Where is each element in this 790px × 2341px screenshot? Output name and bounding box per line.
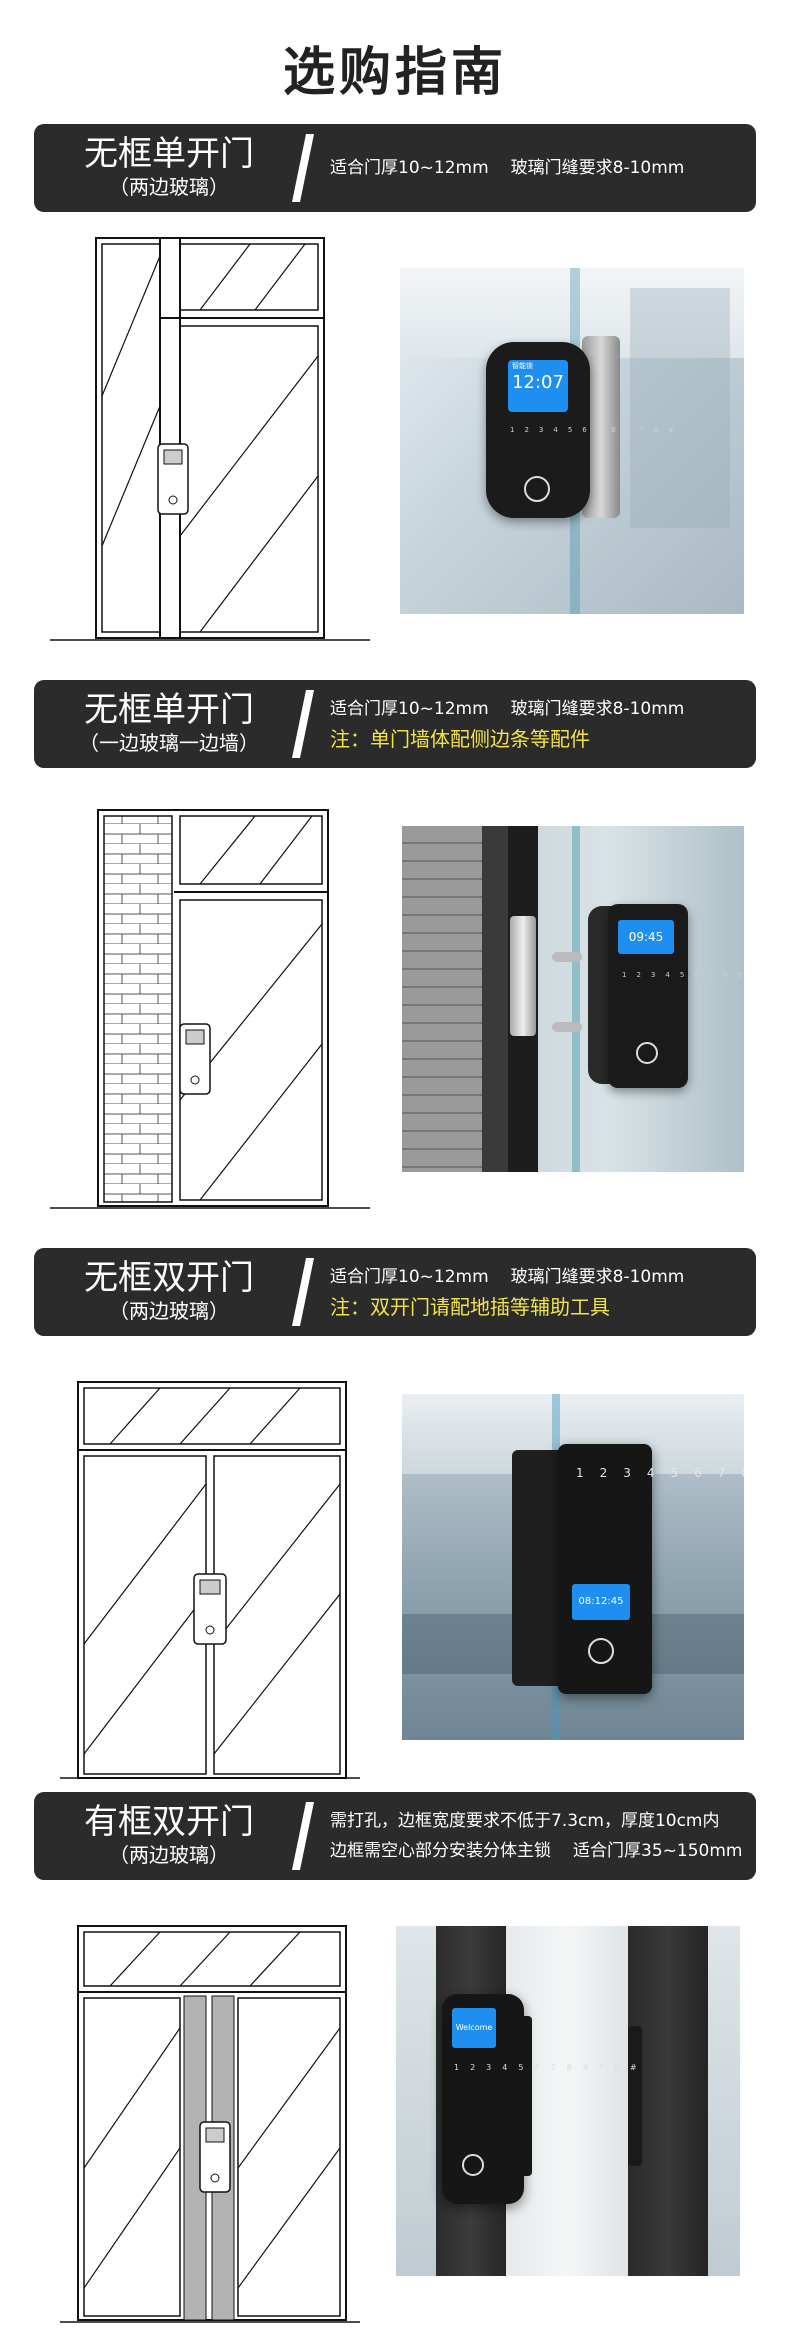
accessory-note: 注：双开门请配地插等辅助工具: [330, 1295, 610, 1319]
slash-divider-icon: [292, 1802, 314, 1870]
page-title: 选购指南: [282, 43, 507, 103]
keypad-keys: 123456789*0#: [454, 2060, 637, 2076]
spec-install: 边框需空心部分安装分体主锁: [330, 1841, 551, 1861]
spec-gap: 玻璃门缝要求8-10mm: [510, 158, 685, 178]
fingerprint-icon: [588, 1638, 614, 1664]
door-type-label: 无框单开门: [84, 134, 254, 174]
door-type-sub: （两边玻璃）: [109, 175, 229, 199]
keypad-keys: 123456789*0#: [510, 424, 674, 436]
product-photo-2: 09:45 123456789*0#: [402, 826, 744, 1172]
slash-divider-icon: [292, 690, 314, 758]
door-type-label: 无框双开门: [84, 1258, 254, 1298]
door-drawing-frameless-double: [60, 1381, 360, 1779]
lock-time: 12:07: [512, 372, 564, 393]
spec-info: 需打孔，边框宽度要求不低于7.3cm，厚度10cm内 边框需空心部分安装分体主锁…: [330, 1806, 750, 1866]
spec-info: 适合门厚10~12mm 玻璃门缝要求8-10mm: [330, 153, 750, 183]
spec-info: 适合门厚10~12mm 玻璃门缝要求8-10mm 注：双开门请配地插等辅助工具: [330, 1262, 750, 1322]
fingerprint-icon: [524, 476, 550, 502]
door-type-sub: （两边玻璃）: [109, 1299, 229, 1323]
door-drawing-framed-double: [60, 1925, 360, 2323]
slash-divider-icon: [292, 134, 314, 202]
spec-thickness: 适合门厚10~12mm: [330, 699, 489, 719]
section-banner-frameless-double: 无框双开门 （两边玻璃） 适合门厚10~12mm 玻璃门缝要求8-10mm 注：双…: [34, 1248, 756, 1336]
product-photo-4: Welcome 123456789*0#: [396, 1926, 740, 2276]
door-type-label: 有框双开门: [84, 1802, 254, 1842]
lock-brand: 智能锁: [512, 362, 533, 370]
slash-divider-icon: [292, 1258, 314, 1326]
fingerprint-icon: [636, 1042, 658, 1064]
spec-thickness: 适合门厚35~150mm: [573, 1841, 743, 1861]
keypad-keys: 123456789*0#: [622, 971, 744, 979]
spec-gap: 玻璃门缝要求8-10mm: [510, 1267, 685, 1287]
lock-time: 09:45: [618, 920, 674, 954]
lock-welcome: Welcome: [452, 2008, 496, 2048]
spec-thickness: 适合门厚10~12mm: [330, 1267, 489, 1287]
door-type-sub: （两边玻璃）: [109, 1843, 229, 1867]
accessory-note: 注：单门墙体配侧边条等配件: [330, 727, 590, 751]
product-photo-1: 智能锁 12:07 123456789*0#: [400, 268, 744, 614]
product-photo-3: 123456789*0# 08:12:45: [402, 1394, 744, 1740]
lock-time: 08:12:45: [572, 1584, 630, 1620]
door-drawing-frameless-single: [50, 237, 370, 641]
section-banner-frameless-single-wall: 无框单开门 （一边玻璃一边墙） 适合门厚10~12mm 玻璃门缝要求8-10mm …: [34, 680, 756, 768]
spec-thickness: 适合门厚10~12mm: [330, 158, 489, 178]
door-type-sub: （一边玻璃一边墙）: [79, 731, 259, 755]
spec-frame-requirement: 需打孔，边框宽度要求不低于7.3cm，厚度10cm内: [330, 1811, 720, 1831]
door-drawing-single-wall: [50, 809, 370, 1209]
section-banner-frameless-single: 无框单开门 （两边玻璃） 适合门厚10~12mm 玻璃门缝要求8-10mm: [34, 124, 756, 212]
spec-info: 适合门厚10~12mm 玻璃门缝要求8-10mm 注：单门墙体配侧边条等配件: [330, 694, 750, 754]
keypad-keys: 123456789*0#: [576, 1460, 744, 1487]
fingerprint-icon: [462, 2154, 484, 2176]
section-banner-framed-double: 有框双开门 （两边玻璃） 需打孔，边框宽度要求不低于7.3cm，厚度10cm内 …: [34, 1792, 756, 1880]
door-type-label: 无框单开门: [84, 690, 254, 730]
spec-gap: 玻璃门缝要求8-10mm: [510, 699, 685, 719]
